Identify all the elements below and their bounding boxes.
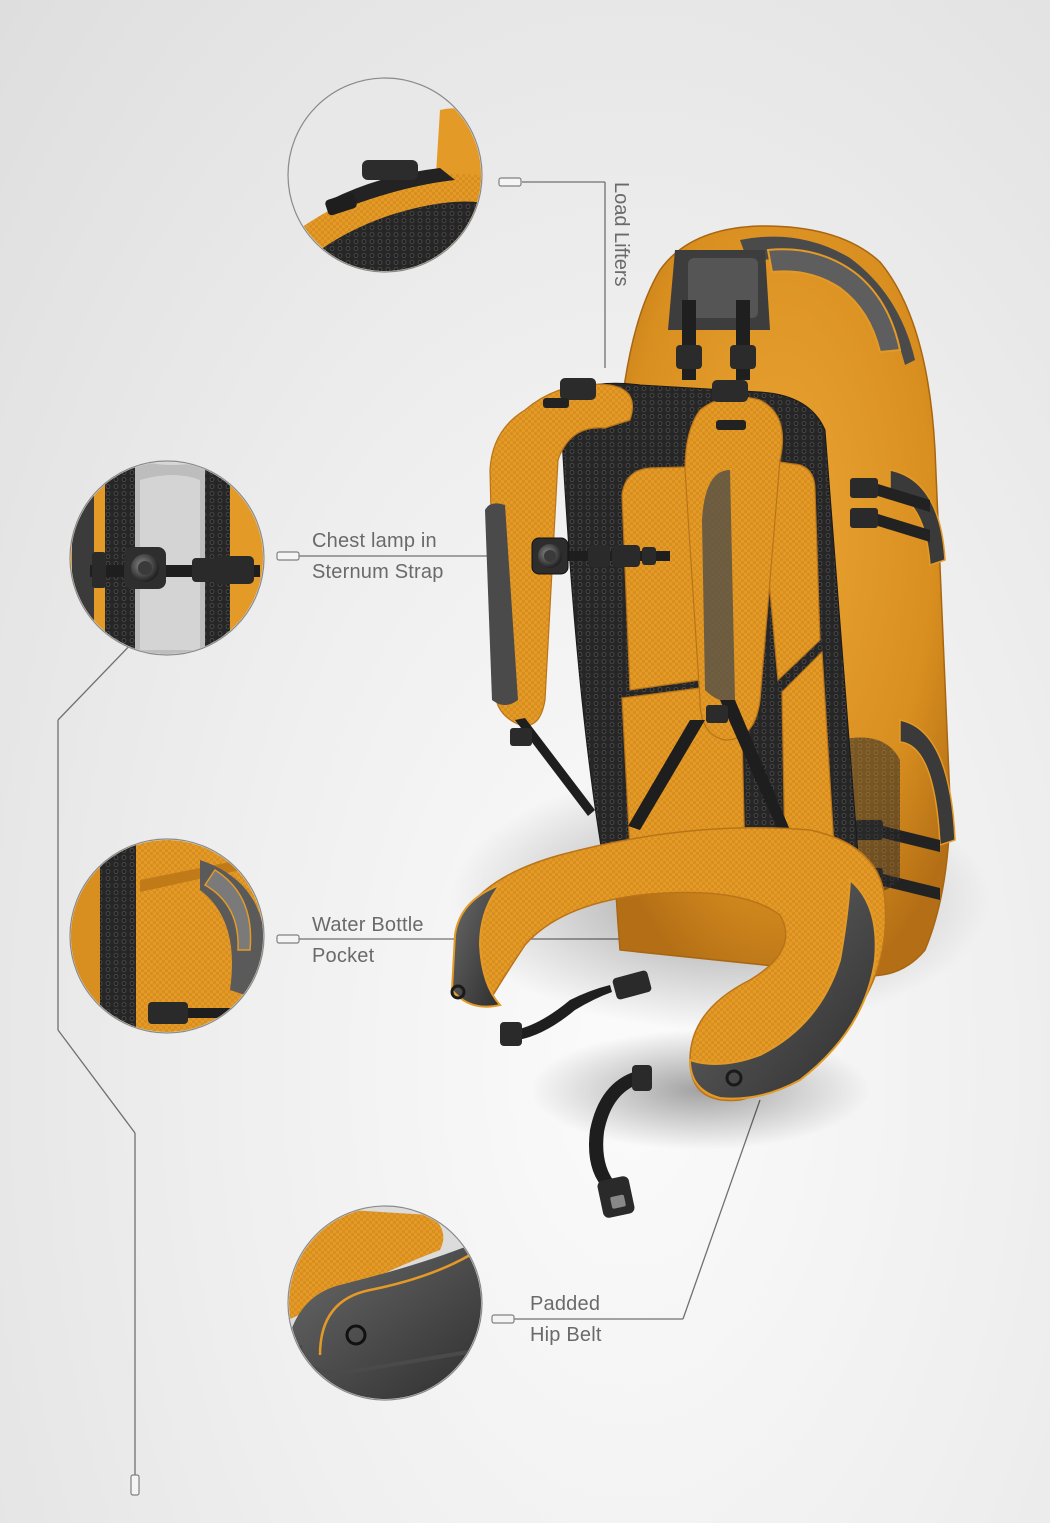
label-water-bottle-line-2: Pocket [312,945,375,967]
label-hip-belt: Padded Hip Belt [530,1289,602,1351]
label-chest-lamp: Chest lamp in Sternum Strap [312,526,444,588]
detail-circle-water-bottle [69,838,265,1034]
label-chest-lamp-line-1: Chest lamp in [312,530,437,552]
connector-terminals [130,177,522,1496]
label-chest-lamp-line-2: Sternum Strap [312,561,444,583]
label-hip-belt-line-1: Padded [530,1293,601,1315]
backpack [450,225,990,1218]
detail-circle-chest-lamp [69,460,265,656]
label-water-bottle: Water Bottle Pocket [312,910,424,972]
detail-circle-load-lifters [287,77,483,273]
label-hip-belt-line-2: Hip Belt [530,1324,602,1346]
detail-circle-hip-belt [287,1205,483,1401]
label-load-lifters: Load Lifters [610,182,632,287]
label-water-bottle-line-1: Water Bottle [312,914,424,936]
